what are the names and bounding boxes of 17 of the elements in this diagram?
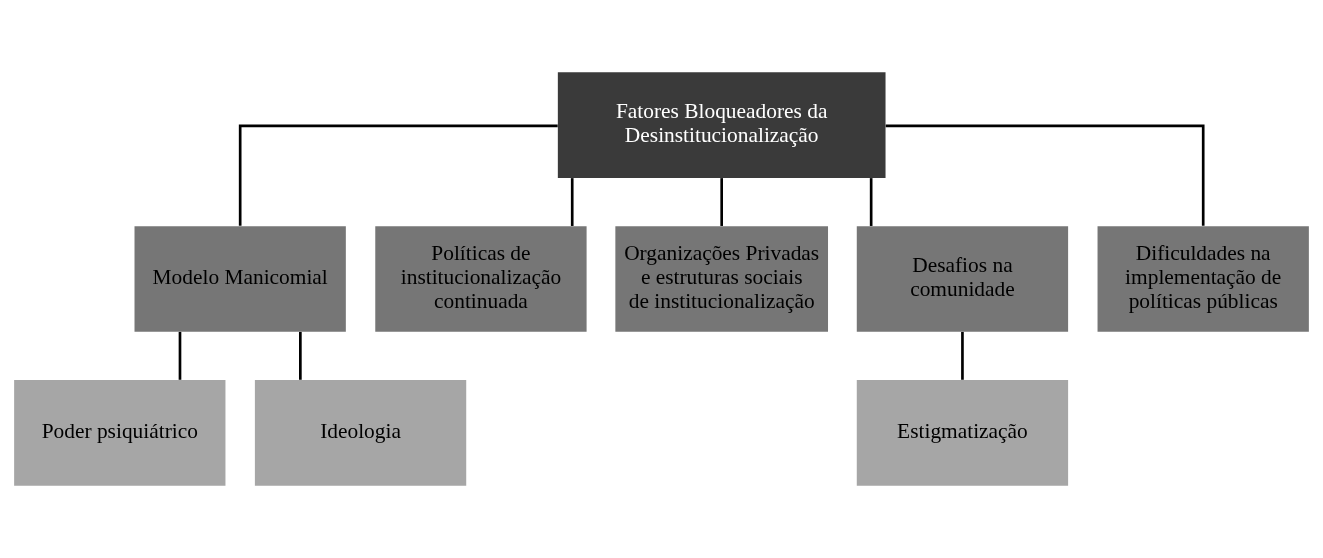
node-box: Fatores Bloqueadores da Desinstitucionalização (557, 72, 886, 178)
node-box: Políticas de institucionalização continuada (375, 226, 587, 332)
connector (238, 124, 558, 226)
connector (178, 331, 182, 380)
node-box: Organizações Privadas e estruturas sociais de institucionalização (615, 226, 828, 332)
node-box: Dificuldades na implementação de políticas públicas (1097, 226, 1309, 332)
node-box: Desafios na comunidade (856, 226, 1069, 332)
connector (570, 178, 574, 226)
node-box: Estigmatização (856, 380, 1069, 486)
node-box: Modelo Manicomial (134, 226, 346, 332)
connector (961, 331, 964, 380)
connector (869, 178, 873, 226)
connector (720, 178, 724, 226)
connector (299, 331, 302, 380)
node-box: Ideologia (254, 380, 467, 486)
node-box: Poder psiquiátrico (14, 380, 226, 486)
connector (885, 124, 1205, 226)
